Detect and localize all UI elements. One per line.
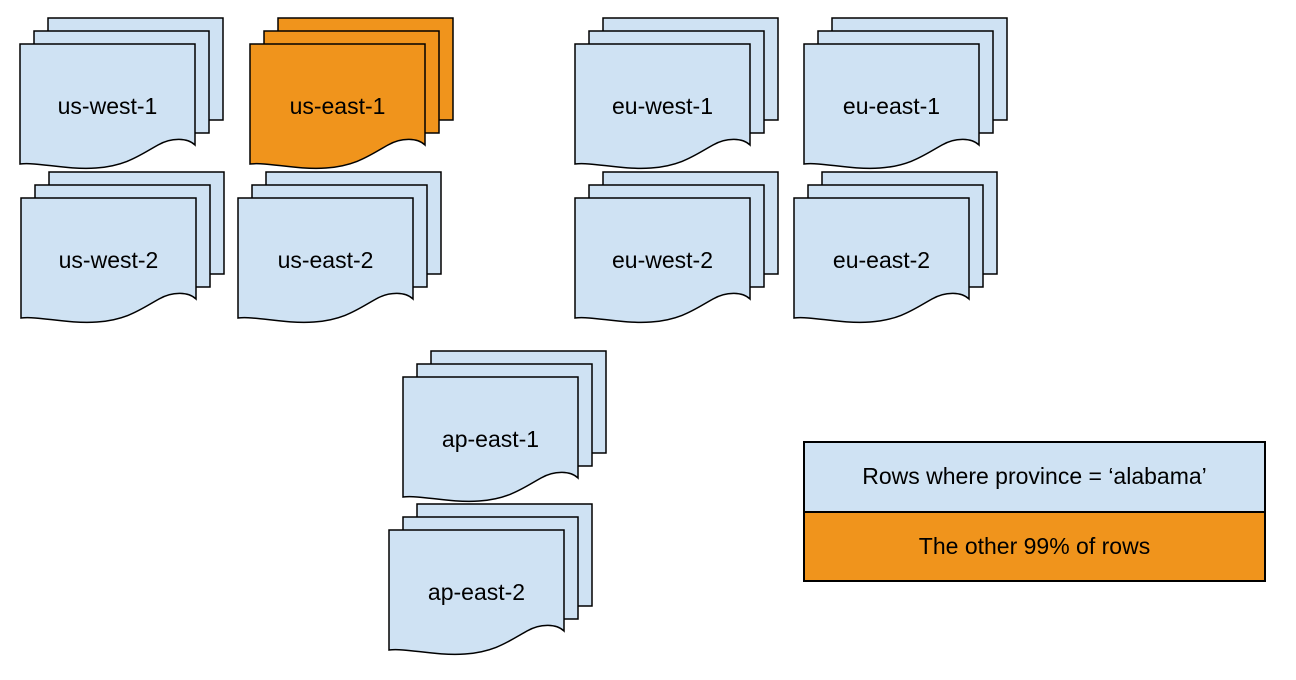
document-stack-icon xyxy=(237,171,442,326)
legend-item-alabama-rows: Rows where province = ‘alabama’ xyxy=(805,443,1264,513)
legend-item-label: Rows where province = ‘alabama’ xyxy=(862,463,1207,490)
document-stack-icon xyxy=(19,17,224,172)
region-stack-us-east-1: us-east-1 xyxy=(249,17,454,172)
document-stack-icon xyxy=(20,171,225,326)
region-stack-eu-west-1: eu-west-1 xyxy=(574,17,779,172)
region-stack-us-east-2: us-east-2 xyxy=(237,171,442,326)
region-stack-ap-east-2: ap-east-2 xyxy=(388,503,593,658)
document-stack-icon xyxy=(574,17,779,172)
region-stack-ap-east-1: ap-east-1 xyxy=(402,350,607,505)
region-stack-eu-east-2: eu-east-2 xyxy=(793,171,998,326)
region-stack-us-west-1: us-west-1 xyxy=(19,17,224,172)
legend-item-label: The other 99% of rows xyxy=(918,532,1151,559)
document-stack-icon xyxy=(803,17,1008,172)
region-stack-eu-west-2: eu-west-2 xyxy=(574,171,779,326)
legend-item-other-rows: The other 99% of rows xyxy=(805,512,1264,580)
document-stack-icon xyxy=(793,171,998,326)
legend: Rows where province = ‘alabama’ The othe… xyxy=(803,441,1266,582)
document-stack-icon xyxy=(402,350,607,505)
document-stack-icon xyxy=(249,17,454,172)
document-stack-icon xyxy=(388,503,593,658)
document-stack-icon xyxy=(574,171,779,326)
region-stack-us-west-2: us-west-2 xyxy=(20,171,225,326)
region-stack-eu-east-1: eu-east-1 xyxy=(803,17,1008,172)
